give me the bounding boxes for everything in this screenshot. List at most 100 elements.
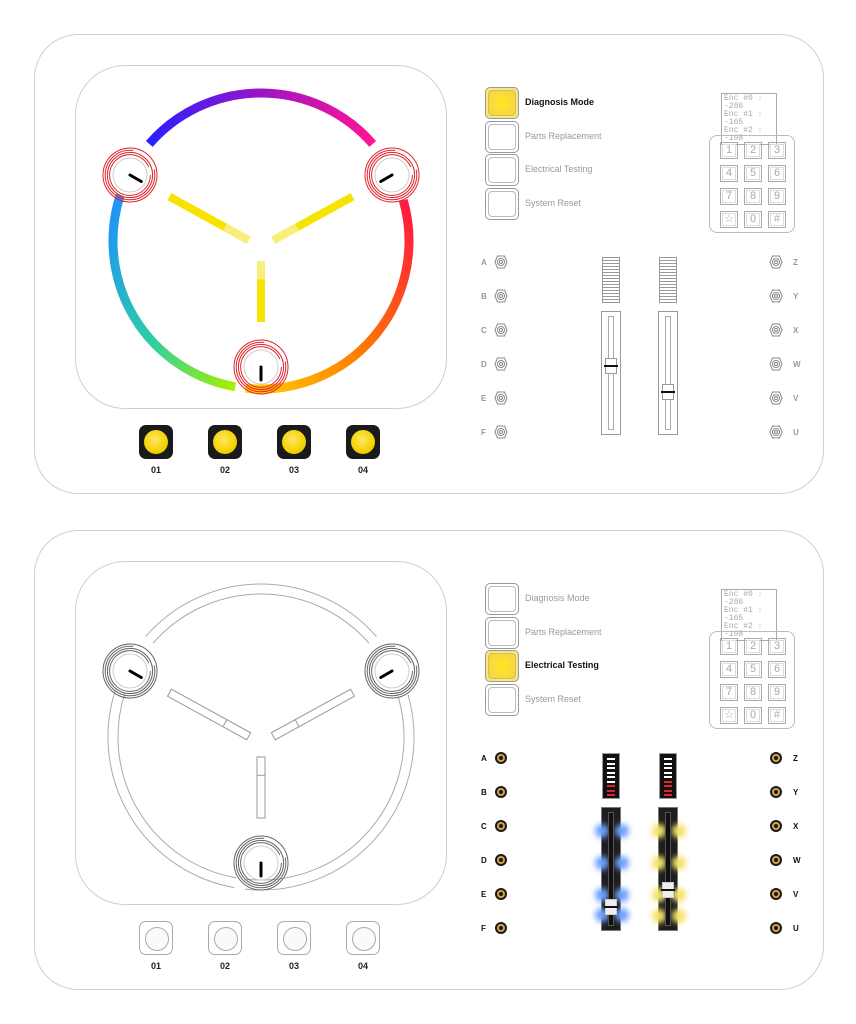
keypad-key[interactable]: 5: [744, 661, 762, 678]
connector-label: D: [481, 360, 487, 369]
capacitor-display: [75, 65, 447, 409]
keypad-key[interactable]: 6: [768, 661, 786, 678]
connector-jack-icon[interactable]: [769, 323, 783, 337]
keypad-key[interactable]: 8: [744, 188, 762, 205]
keypad-key[interactable]: 8: [744, 684, 762, 701]
big-button-01[interactable]: [139, 425, 173, 459]
connector-jack-icon[interactable]: [769, 819, 783, 833]
meter-segment: [664, 762, 672, 765]
meter-segment: [607, 762, 615, 765]
encoder-line: Enc #1 : -165: [724, 110, 763, 127]
connector-jack-icon[interactable]: [494, 751, 508, 765]
keypad-key[interactable]: 0: [744, 707, 762, 724]
button-light: [352, 927, 376, 951]
big-button-04[interactable]: [346, 921, 380, 955]
mode-button-face: [488, 157, 516, 183]
keypad-key[interactable]: 7: [720, 684, 738, 701]
connector-label: A: [481, 258, 487, 267]
keypad-key[interactable]: 1: [720, 142, 738, 159]
slider-glow: [615, 856, 629, 870]
capacitor-tube-right: [271, 193, 355, 244]
keypad-key[interactable]: #: [768, 211, 786, 228]
keypad-key[interactable]: 5: [744, 165, 762, 182]
big-button-01[interactable]: [139, 921, 173, 955]
connector-jack-icon[interactable]: [494, 921, 508, 935]
connector-label: V: [793, 394, 799, 403]
keypad-key[interactable]: ☆: [720, 707, 738, 724]
connector-jack-icon[interactable]: [769, 751, 783, 765]
keypad-key[interactable]: 7: [720, 188, 738, 205]
keypad-key[interactable]: 6: [768, 165, 786, 182]
keypad-key[interactable]: 3: [768, 142, 786, 159]
mode-button[interactable]: [485, 616, 519, 649]
mode-button[interactable]: [485, 120, 519, 153]
connector-jack-icon[interactable]: [494, 255, 508, 269]
big-button-label: 01: [150, 465, 161, 475]
connector-jack-icon[interactable]: [769, 289, 783, 303]
mode-label: Diagnosis Mode: [525, 97, 595, 107]
keypad-key[interactable]: 9: [768, 188, 786, 205]
connector-label: W: [793, 856, 801, 865]
slider-track[interactable]: [595, 807, 629, 931]
slider-glow: [595, 888, 609, 902]
keypad-key[interactable]: 9: [768, 684, 786, 701]
slider-glow: [652, 824, 666, 838]
keypad-key[interactable]: 1: [720, 638, 738, 655]
mode-button-face: [488, 619, 516, 646]
connector-jack-icon[interactable]: [494, 357, 508, 371]
connector-label: Z: [793, 754, 798, 763]
keypad-key[interactable]: 3: [768, 638, 786, 655]
keypad-key[interactable]: 2: [744, 638, 762, 655]
connector-jack-icon[interactable]: [769, 785, 783, 799]
mode-button[interactable]: [485, 583, 519, 615]
slider-rail: [608, 812, 614, 926]
big-button-label: 01: [150, 961, 161, 971]
connector-jack-icon[interactable]: [769, 887, 783, 901]
slider-knob[interactable]: [604, 899, 618, 915]
connector-jack-icon[interactable]: [769, 853, 783, 867]
mode-label: Electrical Testing: [525, 660, 599, 670]
connector-jack-icon[interactable]: [494, 391, 508, 405]
slider-knob[interactable]: [661, 384, 675, 400]
mode-button[interactable]: [485, 154, 519, 186]
keypad-key[interactable]: 4: [720, 661, 738, 678]
connector-jack-icon[interactable]: [769, 921, 783, 935]
keypad-key[interactable]: 0: [744, 211, 762, 228]
big-button-02[interactable]: [208, 921, 242, 955]
connector-jack-icon[interactable]: [494, 819, 508, 833]
connector-jack-icon[interactable]: [494, 853, 508, 867]
keypad-key[interactable]: #: [768, 707, 786, 724]
slider-glow: [615, 908, 629, 922]
connector-jack-icon[interactable]: [494, 289, 508, 303]
slider-track[interactable]: [652, 807, 686, 931]
slider-track[interactable]: [601, 311, 621, 435]
keypad-key[interactable]: 2: [744, 142, 762, 159]
connector-jack-icon[interactable]: [769, 255, 783, 269]
slider-track[interactable]: [658, 311, 678, 435]
mode-button[interactable]: [485, 683, 519, 716]
slider-knob[interactable]: [604, 358, 618, 374]
connector-jack-icon[interactable]: [494, 785, 508, 799]
mode-button[interactable]: [485, 187, 519, 220]
slider-glow: [595, 856, 609, 870]
connector-jack-icon[interactable]: [494, 887, 508, 901]
mode-button[interactable]: [485, 87, 519, 119]
mode-button-face: [488, 190, 516, 217]
big-button-02[interactable]: [208, 425, 242, 459]
connector-jack-icon[interactable]: [769, 357, 783, 371]
big-button-04[interactable]: [346, 425, 380, 459]
mode-label: Diagnosis Mode: [525, 593, 590, 603]
connector-label: U: [793, 924, 799, 933]
connector-jack-icon[interactable]: [494, 425, 508, 439]
keypad-key[interactable]: ☆: [720, 211, 738, 228]
connector-jack-icon[interactable]: [769, 391, 783, 405]
keypad-key[interactable]: 4: [720, 165, 738, 182]
connector-jack-icon[interactable]: [494, 323, 508, 337]
connector-jack-icon[interactable]: [769, 425, 783, 439]
slider-knob[interactable]: [661, 882, 675, 898]
big-button-label: 04: [357, 465, 368, 475]
big-button-03[interactable]: [277, 425, 311, 459]
big-button-03[interactable]: [277, 921, 311, 955]
mode-button[interactable]: [485, 650, 519, 682]
